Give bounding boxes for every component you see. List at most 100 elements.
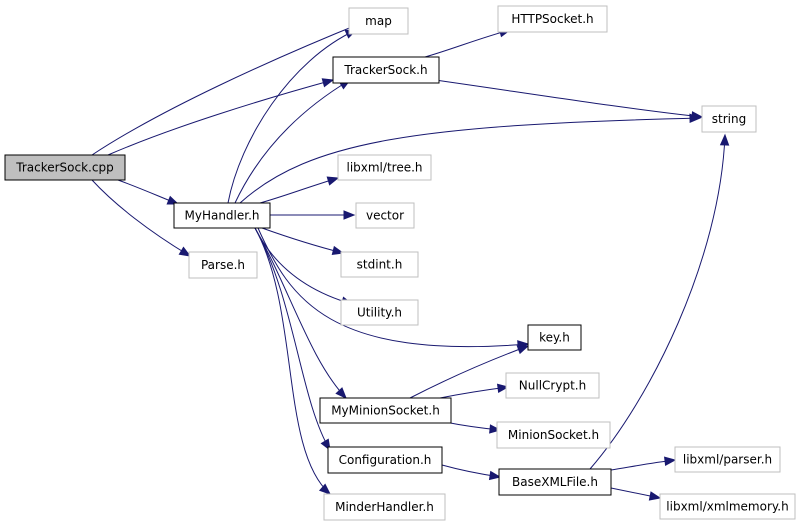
node-minderhandler-h: MinderHandler.h (323, 493, 446, 521)
node-parse-h: Parse.h (188, 251, 258, 279)
node-box (659, 493, 796, 520)
arrowhead (516, 345, 530, 355)
edge-line (424, 29, 511, 58)
edge-configuration_h-to-basexmlfile_h (441, 464, 502, 481)
edge-line (254, 227, 347, 399)
arrowhead (496, 383, 510, 394)
edge-trackersock_cpp-to-trackersock_h (107, 78, 335, 156)
edge-line (254, 227, 331, 451)
edge-myhandler_h-to-configuration_h (254, 227, 331, 452)
arrowhead (178, 246, 192, 257)
edge-myminionsocket_h-to-nullcrypt_h (439, 383, 510, 399)
arrowhead (489, 424, 502, 434)
edge-basexmlfile_h-to-libxml_parser_h (610, 456, 677, 471)
edge-line (259, 177, 339, 204)
node-basexmlfile-h[interactable]: BaseXMLFile.h (498, 468, 612, 496)
node-box (498, 468, 612, 496)
node-box (497, 5, 608, 33)
edge-line (257, 227, 529, 348)
node-minionsocket-h: MinionSocket.h (496, 421, 611, 449)
edge-myhandler_h-to-minderhandler_h (254, 227, 332, 495)
edge-trackersock_cpp-to-map (91, 21, 366, 156)
node-myminionsocket-h[interactable]: MyMinionSocket.h (319, 397, 452, 424)
edge-line (91, 179, 191, 257)
node-libxml-parser-h: libxml/parser.h (674, 446, 781, 473)
node-httpsocket-h: HTTPSocket.h (497, 5, 608, 33)
edge-line (91, 21, 365, 156)
node-box (340, 299, 419, 326)
node-box (355, 202, 415, 229)
node-label: MyHandler.h (184, 209, 259, 223)
edge-myhandler_h-to-libxml_tree_h (259, 176, 340, 204)
node-label: HTTPSocket.h (511, 12, 593, 26)
node-stdint-h: stdint.h (340, 251, 419, 278)
node-label: MinionSocket.h (508, 428, 599, 442)
node-box (4, 154, 126, 181)
node-box (496, 421, 611, 449)
edge-myhandler_h-to-string (239, 113, 702, 204)
node-label: map (365, 14, 392, 28)
node-box (323, 493, 446, 521)
edge-myhandler_h-to-stdint_h (261, 227, 345, 256)
edge-line (254, 227, 331, 495)
node-string: string (701, 105, 757, 133)
arrowhead (318, 483, 332, 495)
node-label: key.h (539, 331, 570, 345)
edge-basexmlfile_h-to-libxml_xmlmemory_h (610, 487, 662, 501)
node-box (674, 446, 781, 473)
arrowhead (343, 210, 356, 220)
arrowhead (321, 78, 335, 88)
edge-myhandler_h-to-trackersock_h (234, 79, 352, 204)
node-label: stdint.h (357, 258, 403, 272)
node-label: Configuration.h (339, 453, 432, 467)
node-map: map (348, 7, 409, 35)
edge-line (107, 79, 334, 156)
node-box (332, 56, 440, 84)
edge-basexmlfile_h-to-string (589, 133, 730, 470)
edge-trackersock_h-to-string (434, 79, 704, 121)
edge-line (434, 79, 703, 118)
arrowhead (166, 195, 180, 205)
node-label: libxml/xmlmemory.h (666, 500, 788, 514)
arrowhead (719, 133, 730, 146)
node-trackersock-h[interactable]: TrackerSock.h (332, 56, 440, 84)
arrowhead (648, 491, 662, 501)
node-nullcrypt-h: NullCrypt.h (505, 372, 600, 399)
node-label: libxml/parser.h (683, 453, 772, 467)
node-key-h[interactable]: key.h (527, 324, 582, 351)
edge-line (261, 227, 344, 254)
edge-myhandler_h-to-map (227, 29, 358, 204)
edge-line (234, 79, 351, 204)
edge-line (254, 227, 353, 305)
arrowhead (488, 470, 502, 481)
node-box (188, 251, 258, 279)
edges (91, 21, 730, 501)
arrowhead (664, 456, 677, 466)
edge-myhandler_h-to-utility_h (254, 227, 354, 306)
nodes: TrackerSock.cpp map HTTPSocket.hTrackerSoc… (4, 5, 796, 521)
edge-trackersock_h-to-httpsocket_h (424, 28, 512, 58)
arrowhead (326, 176, 340, 186)
edge-line (227, 29, 357, 204)
node-label: NullCrypt.h (519, 379, 586, 393)
node-label: libxml/tree.h (346, 161, 422, 175)
node-configuration-h[interactable]: Configuration.h (327, 446, 443, 474)
edge-line (409, 345, 529, 399)
node-box (337, 154, 432, 181)
node-label: TrackerSock.h (343, 63, 427, 77)
edge-trackersock_cpp-to-parse_h (91, 179, 192, 257)
node-label: Parse.h (201, 258, 245, 272)
edge-line (239, 117, 701, 204)
edge-myhandler_h-to-myminionsocket_h (254, 227, 347, 399)
edge-myminionsocket_h-to-minionsocket_h (444, 421, 502, 434)
node-label: MinderHandler.h (335, 500, 434, 514)
node-libxml-tree-h: libxml/tree.h (337, 154, 432, 181)
node-label: Utility.h (357, 306, 402, 320)
arrowhead (689, 113, 702, 123)
edge-myhandler_h-to-key_h (257, 227, 530, 350)
node-trackersock-cpp[interactable]: TrackerSock.cpp (4, 154, 126, 181)
edge-line (589, 134, 726, 470)
node-box (348, 7, 409, 35)
node-myhandler-h[interactable]: MyHandler.h (173, 202, 271, 229)
